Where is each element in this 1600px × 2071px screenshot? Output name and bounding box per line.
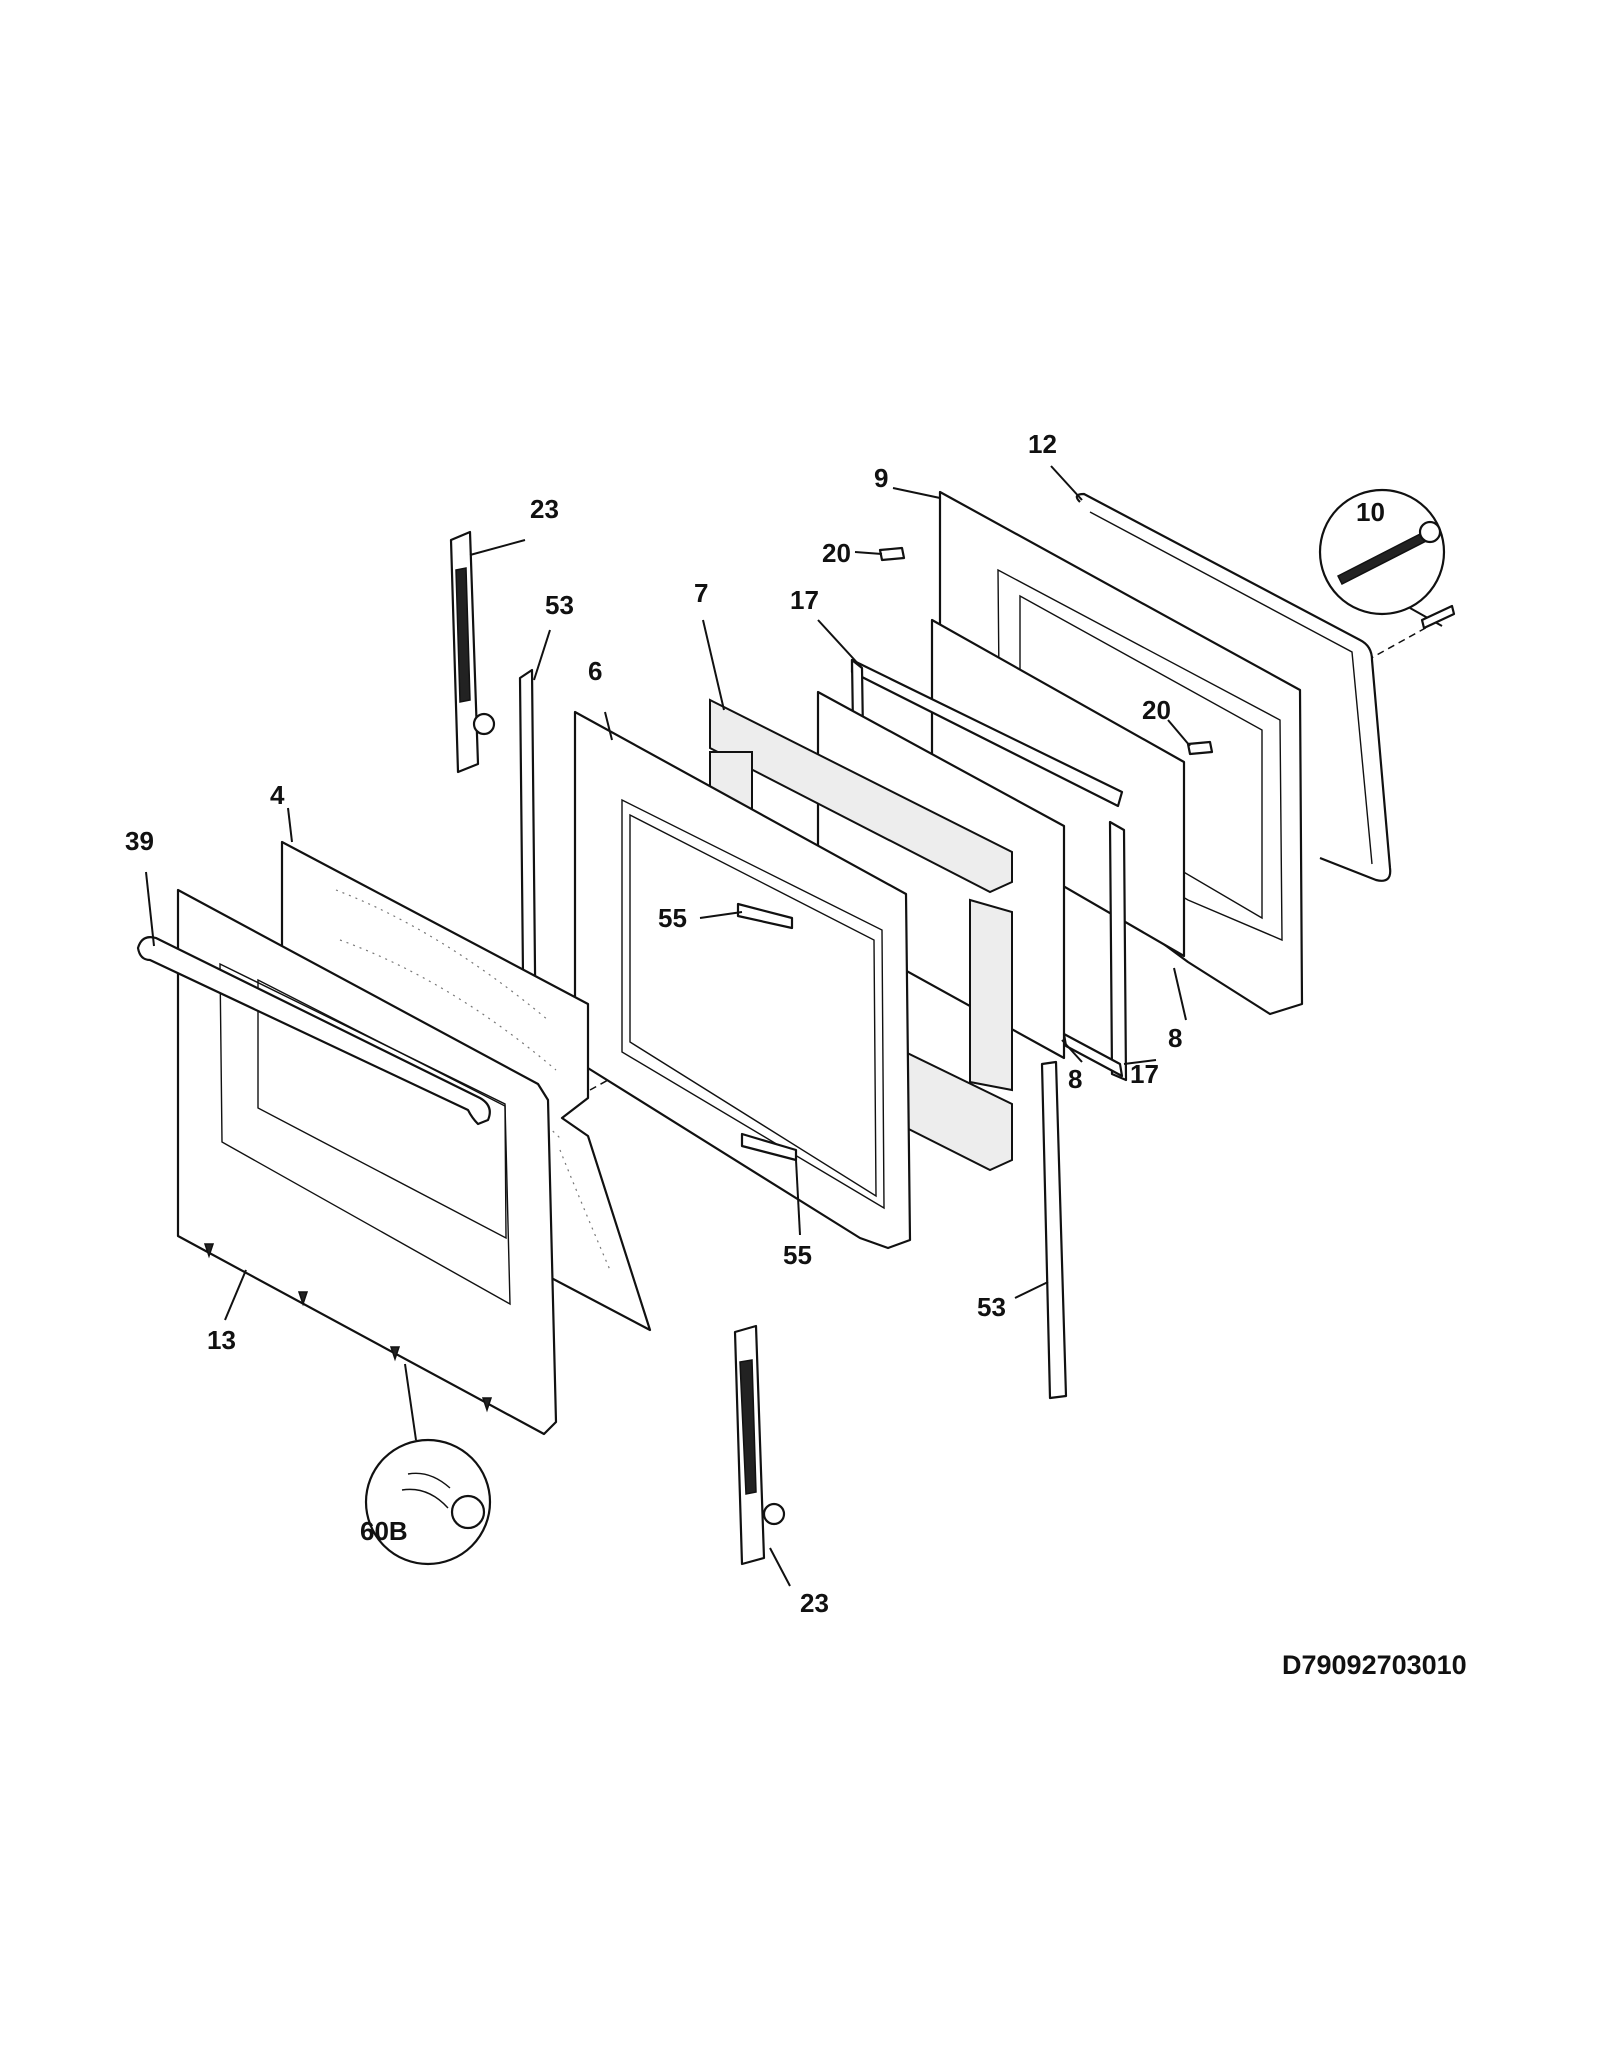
callout-55-bottom: 55 (783, 1240, 812, 1270)
clip-right (1186, 740, 1214, 756)
callout-12: 12 (1028, 429, 1057, 459)
callout-9: 9 (874, 463, 888, 493)
callout-20-top: 20 (822, 538, 851, 568)
callout-10: 10 (1356, 497, 1385, 527)
callout-23-top: 23 (530, 494, 559, 524)
outer-door-panel (176, 888, 558, 1436)
detail-circle-screw-60b (364, 1363, 492, 1566)
callout-7: 7 (694, 578, 708, 608)
callout-6: 6 (588, 656, 602, 686)
callout-13: 13 (207, 1325, 236, 1355)
callout-17-top: 17 (790, 585, 819, 615)
inner-door-frame (573, 710, 912, 1250)
callout-20-right: 20 (1142, 695, 1171, 725)
callout-23-bottom: 23 (800, 1588, 829, 1618)
door-screws (203, 1243, 493, 1413)
vent-channel-bottom (1040, 1060, 1068, 1400)
clip-top (878, 546, 906, 562)
hinge-bottom (733, 1324, 786, 1566)
callout-4: 4 (270, 780, 285, 810)
detail-circle-screw-10 (1318, 488, 1456, 630)
callout-8-mid: 8 (1068, 1064, 1082, 1094)
glass-retainer-bottom (1062, 820, 1128, 1082)
callout-39: 39 (125, 826, 154, 856)
leader-lines (145, 465, 1191, 1587)
callout-53-top: 53 (545, 590, 574, 620)
callout-17-bottom: 17 (1130, 1059, 1159, 1089)
callout-60b: 60B (360, 1516, 408, 1546)
door-handle (136, 936, 491, 1126)
callout-8-right: 8 (1168, 1023, 1182, 1053)
diagram-code: D79092703010 (1282, 1650, 1467, 1680)
callout-53-bottom: 53 (977, 1292, 1006, 1322)
hinge-top (449, 530, 496, 774)
callouts: 23 53 6 7 17 9 12 10 20 20 4 39 55 55 8 … (125, 429, 1385, 1618)
callout-55-top: 55 (658, 903, 687, 933)
